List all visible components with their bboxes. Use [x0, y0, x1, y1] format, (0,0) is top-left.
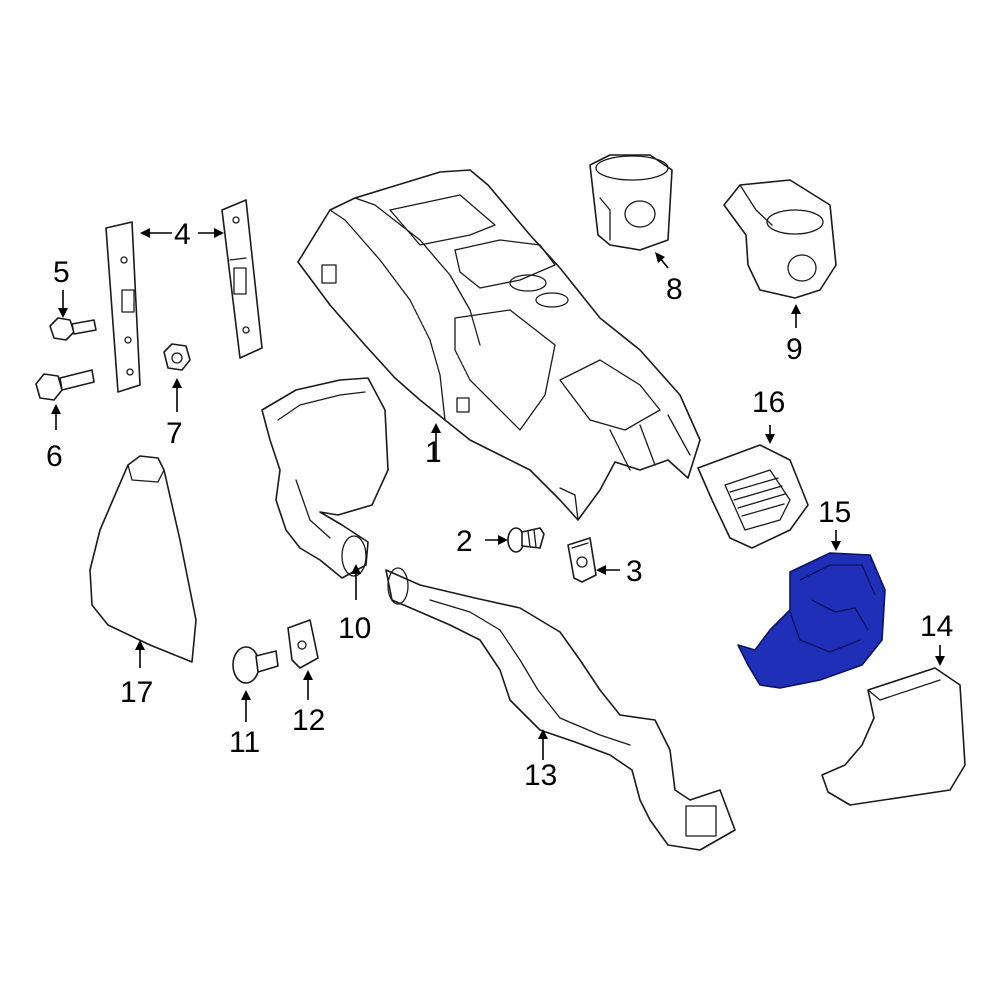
- part-8-cup-holder[interactable]: [589, 154, 673, 251]
- callout-7: 7: [166, 417, 183, 450]
- part-13-air-duct[interactable]: [385, 567, 736, 851]
- callout-1: 1: [425, 436, 442, 469]
- part-2-screw[interactable]: [507, 527, 545, 553]
- part-5-bolt[interactable]: [49, 317, 97, 341]
- part-15-shroud-highlighted[interactable]: [737, 552, 886, 689]
- callout-12: 12: [292, 704, 325, 737]
- part-9-cup-holder[interactable]: [723, 179, 837, 299]
- part-16-vent-bezel[interactable]: [697, 444, 809, 549]
- part-10-duct[interactable]: [261, 377, 389, 579]
- part-6-bolt[interactable]: [35, 369, 95, 401]
- part-4-bracket-left[interactable]: [105, 221, 141, 393]
- part-4-bracket-right[interactable]: [221, 199, 263, 359]
- callout-5: 5: [53, 256, 70, 289]
- leader-lines: [51, 228, 945, 760]
- callout-13: 13: [524, 759, 557, 792]
- callout-4: 4: [174, 218, 191, 251]
- callout-3: 3: [626, 555, 643, 588]
- part-14-trim-panel[interactable]: [821, 667, 966, 806]
- callout-8: 8: [666, 273, 683, 306]
- callout-10: 10: [338, 612, 371, 645]
- callout-6: 6: [46, 440, 63, 473]
- callout-17: 17: [120, 676, 153, 709]
- part-12-clip[interactable]: [287, 619, 319, 669]
- part-3-clip[interactable]: [567, 537, 597, 583]
- callout-16: 16: [752, 386, 785, 419]
- part-17-boot[interactable]: [89, 455, 197, 663]
- callout-9: 9: [786, 333, 803, 366]
- callout-14: 14: [920, 610, 953, 643]
- callout-15: 15: [818, 496, 851, 529]
- callout-labels: 1 2 3 4 5 6 7 8 9 10 11 12 13 14 15 16 1…: [46, 218, 953, 792]
- part-1-console[interactable]: [297, 169, 701, 521]
- callout-11: 11: [229, 726, 260, 759]
- callout-2: 2: [456, 525, 473, 558]
- part-11-screw[interactable]: [232, 646, 279, 684]
- part-7-nut[interactable]: [163, 343, 191, 371]
